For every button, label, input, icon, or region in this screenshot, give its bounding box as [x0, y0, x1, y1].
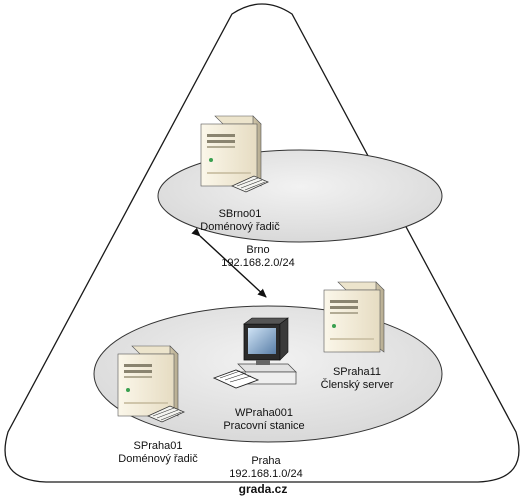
watermark: grada.cz: [238, 482, 288, 496]
workstation-icon: [237, 317, 297, 385]
site-subnet: 192.168.2.0/24: [221, 257, 295, 269]
node-name: SPraha01: [133, 440, 183, 452]
node-label-spraha01: SPraha01 Doménový řadič: [118, 440, 197, 466]
node-name: SPraha11: [332, 366, 382, 378]
node-role: Členský server: [320, 379, 394, 391]
server-icon: [200, 115, 262, 187]
replication-arrow: [191, 227, 267, 298]
node-role: Doménový řadič: [118, 453, 198, 465]
node-label-wpraha001: WPraha001 Pracovní stanice: [223, 407, 304, 433]
node-role: Pracovní stanice: [223, 420, 305, 432]
keyboard-icon: [147, 405, 185, 423]
server-icon: [117, 345, 179, 417]
node-name: WPraha001: [234, 407, 294, 419]
site-label-praha: Praha 192.168.1.0/24: [229, 455, 302, 481]
keyboard-icon: [212, 369, 260, 389]
keyboard-icon: [231, 175, 269, 193]
site-name: Praha: [251, 455, 281, 467]
site-name: Brno: [246, 244, 270, 256]
server-icon: [323, 281, 385, 353]
node-label-sbrno01: SBrno01 Doménový řadič: [200, 208, 279, 234]
node-label-spraha11: SPraha11 Členský server: [321, 366, 394, 392]
node-name: SBrno01: [218, 208, 262, 220]
site-subnet: 192.168.1.0/24: [229, 468, 303, 480]
node-role: Doménový řadič: [200, 221, 280, 233]
site-label-brno: Brno 192.168.2.0/24: [221, 244, 294, 270]
